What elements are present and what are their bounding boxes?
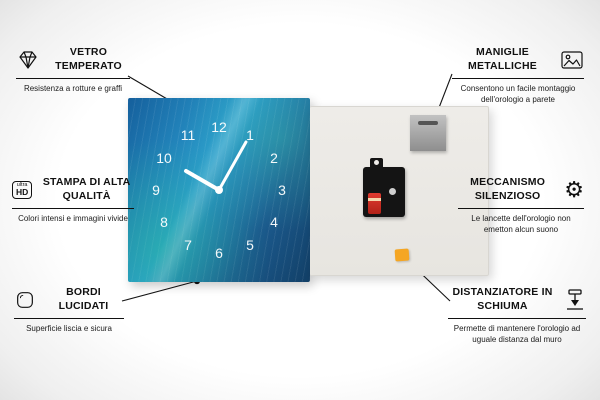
clock-number: 1 [246, 127, 254, 143]
clock-number: 5 [246, 237, 254, 253]
callout-title: DISTANZIATORE IN SCHIUMA [452, 286, 553, 312]
callout-header: MANIGLIE METALLICHE [452, 46, 584, 80]
handle-slot [418, 121, 438, 125]
callout-subtitle: Permette di mantenere l'orologio ad ugua… [453, 324, 581, 345]
callout-meccanismo-silenzioso: MECCANISMO SILENZIOSO ⚙ Le lancette dell… [458, 176, 584, 236]
hanging-hook [370, 158, 383, 170]
clock-number: 11 [180, 127, 196, 143]
clock-mechanism [363, 158, 405, 217]
clock-front-panel: 1 2 3 4 5 6 7 8 9 10 11 12 [128, 98, 310, 282]
clock-number: 6 [215, 245, 223, 261]
callout-title: MANIGLIE METALLICHE [468, 46, 537, 72]
callout-bordi-lucidati: BORDI LUCIDATI Superficie liscia e sicur… [14, 286, 124, 334]
callout-vetro-temperato: VETRO TEMPERATO Resistenza a rotture e g… [16, 46, 130, 94]
clock-number: 10 [156, 150, 172, 166]
gear-icon: ⚙ [564, 176, 584, 202]
clock-number: 7 [184, 237, 192, 253]
foam-spacer-icon [564, 288, 586, 312]
callout-header: VETRO TEMPERATO [16, 46, 130, 80]
clock-number: 2 [270, 150, 278, 166]
callout-title: STAMPA DI ALTA QUALITÀ [42, 176, 131, 202]
battery [368, 193, 381, 214]
callout-title: MECCANISMO SILENZIOSO [470, 176, 546, 202]
clock-number: 3 [278, 182, 286, 198]
callout-header: ultra HD STAMPA DI ALTA QUALITÀ [12, 176, 134, 210]
callout-header: MECCANISMO SILENZIOSO ⚙ [458, 176, 584, 210]
polished-edge-icon [14, 289, 36, 311]
clock-number: 8 [160, 214, 168, 230]
callout-distanziatore-schiuma: DISTANZIATORE IN SCHIUMA Permette di man… [448, 286, 586, 346]
callout-header: BORDI LUCIDATI [14, 286, 124, 320]
ultra-hd-icon: ultra HD [12, 180, 33, 199]
callout-title: BORDI LUCIDATI [58, 286, 109, 312]
metal-handle [410, 115, 446, 151]
clock-number: 12 [211, 119, 227, 135]
callout-stampa-alta-qualita: ultra HD STAMPA DI ALTA QUALITÀ Colori i… [12, 176, 134, 224]
hook-hole [374, 160, 379, 165]
clock-back-panel [310, 106, 489, 276]
clock-number: 4 [270, 214, 278, 230]
callout-subtitle: Resistenza a rotture e graffi [23, 84, 123, 94]
callout-subtitle: Le lancette dell'orologio non emetton al… [471, 214, 571, 235]
callout-maniglie-metalliche: MANIGLIE METALLICHE Consentono un facile… [452, 46, 584, 106]
foam-spacer [394, 248, 410, 262]
callout-subtitle: Consentono un facile montaggio dell'orol… [460, 84, 576, 105]
diamond-icon [16, 50, 40, 70]
picture-frame-icon [560, 50, 584, 70]
callout-title: VETRO TEMPERATO [55, 46, 122, 72]
callout-header: DISTANZIATORE IN SCHIUMA [448, 286, 586, 320]
clock-hands [184, 140, 248, 194]
callout-subtitle: Colori intensi e immagini vivide [18, 214, 128, 224]
callout-subtitle: Superficie liscia e sicura [26, 324, 112, 334]
battery-band [368, 198, 381, 201]
clock-number: 9 [152, 182, 160, 198]
mechanism-spindle [389, 188, 396, 195]
ultra-hd-label-bottom: HD [16, 187, 29, 198]
ultra-hd-label-top: ultra [16, 181, 28, 188]
